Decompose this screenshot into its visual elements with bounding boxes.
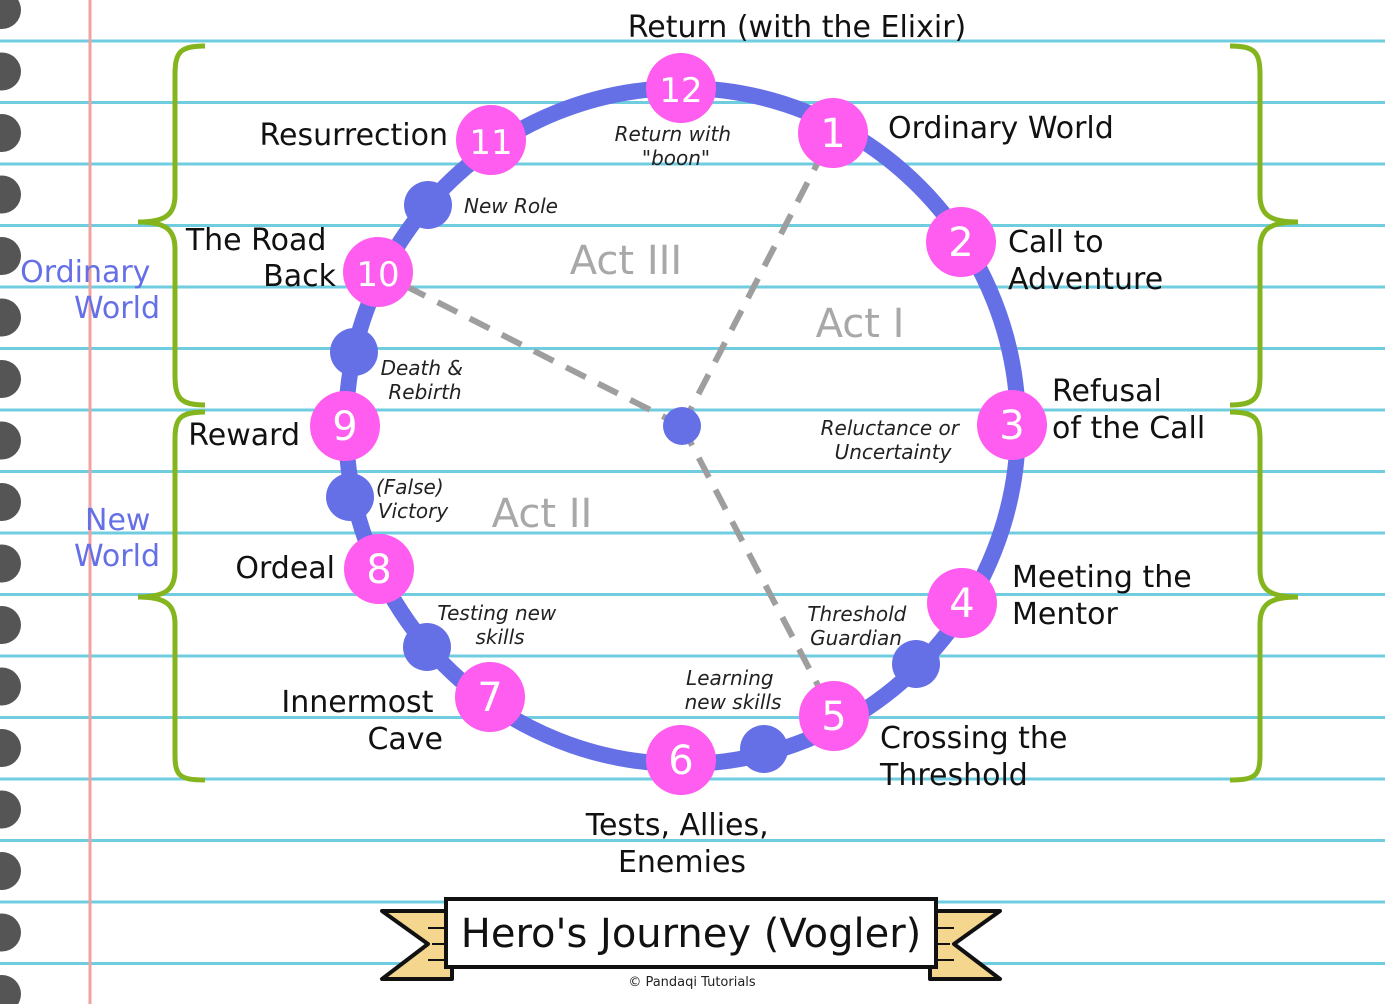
binder-hole (0, 175, 21, 214)
center-dot (663, 407, 701, 445)
right-bracket-top (1229, 43, 1299, 408)
stage-7: 7 (455, 662, 525, 732)
stage-marker (343, 237, 413, 307)
act-3-label: Act III (570, 238, 682, 284)
binder-hole (0, 298, 21, 337)
divider-act3-act1 (679, 131, 836, 428)
stage-label-reward: Reward (188, 418, 300, 453)
act-2-label: Act II (492, 491, 593, 537)
stage-label-meeting-the-mentor: Meeting the Mentor (1012, 560, 1201, 632)
stage-number: 11 (469, 123, 512, 163)
binder-hole (0, 421, 21, 460)
binder-hole (0, 237, 21, 275)
stage-label-tests-allies-enemies: Tests, Allies, Enemies (585, 808, 778, 880)
stage-label-resurrection: Resurrection (260, 118, 449, 153)
sublabel-death-rebirth: Death & Rebirth (381, 356, 470, 404)
title-box (444, 897, 938, 969)
binder-hole (0, 975, 21, 1004)
stage-number: 10 (356, 255, 399, 295)
act-1-label: Act I (816, 301, 905, 347)
left-bracket-bottom (137, 409, 206, 783)
stage-label-call-to-adventure: Call to Adventure (1008, 225, 1163, 297)
stage-3: 3 (977, 390, 1047, 460)
stage-label-ordinary-world: Ordinary World (888, 111, 1114, 146)
substage-dot-death-rebirth (330, 328, 378, 376)
stage-11: 11 (456, 105, 526, 175)
stage-marker (646, 725, 716, 795)
substage-dot-threshold-guardian (892, 640, 940, 688)
stage-label-innermost-cave: Innermost Cave (281, 685, 443, 757)
stage-8: 8 (344, 534, 414, 604)
substage-dot-false-victory (326, 473, 374, 521)
binder-hole (0, 852, 21, 890)
stage-12: 12 (646, 53, 716, 123)
divider-act1-act2 (679, 424, 837, 718)
divider-act2-act3 (376, 269, 684, 429)
stage-marker (798, 98, 868, 168)
stage-label-the-road-back: The Road Back (185, 223, 337, 294)
stage-marker (977, 390, 1047, 460)
stage-number: 3 (999, 403, 1024, 449)
binder-hole (0, 0, 21, 29)
binder-hole (0, 667, 21, 706)
stage-marker (927, 568, 997, 638)
side-label-ordinary-world: Ordinary World (20, 255, 160, 326)
binder-hole (0, 52, 21, 91)
stage-number: 8 (366, 547, 391, 593)
stage-10: 10 (343, 237, 413, 307)
stage-label-return-with-the-elixir: Return (with the Elixir) (628, 10, 967, 45)
title-banner: Hero's Journey (Vogler) © Pandaqi Tutori… (380, 897, 1002, 990)
stage-number: 6 (668, 738, 693, 784)
stage-6: 6 (646, 725, 716, 795)
binder-hole (0, 729, 21, 767)
binder-hole (0, 913, 21, 952)
sublabel-false-victory: (False) Victory (376, 475, 450, 523)
stage-5: 5 (799, 681, 869, 751)
stage-number: 12 (659, 71, 702, 111)
stage-marker (310, 391, 380, 461)
left-bracket-top (137, 43, 206, 408)
binder-hole (0, 360, 21, 398)
sublabel-testing-new-skills: Testing new skills (437, 601, 562, 649)
stage-marker (344, 534, 414, 604)
stage-number: 1 (820, 111, 845, 157)
binder-hole (0, 790, 21, 829)
binder-hole (0, 606, 21, 644)
stage-2: 2 (926, 207, 996, 277)
side-label-new-world: New World (74, 503, 160, 574)
binder-hole (0, 114, 21, 152)
stage-label-crossing-the-threshold: Crossing the Threshold (879, 721, 1077, 793)
stage-marker (926, 207, 996, 277)
stage-marker (646, 53, 716, 123)
binder-hole (0, 544, 21, 583)
stage-number: 9 (332, 404, 357, 450)
right-bracket-bottom (1229, 409, 1299, 783)
stage-label-refusal-of-the-call: Refusal of the Call (1052, 374, 1205, 446)
stage-number: 7 (477, 675, 502, 721)
stage-marker (455, 662, 525, 732)
sublabel-threshold-guardian: Threshold Guardian (807, 602, 912, 650)
stage-label-ordeal: Ordeal (235, 551, 335, 586)
binder-hole (0, 483, 21, 521)
stage-marker (799, 681, 869, 751)
binder-holes (0, 0, 21, 1004)
substage-dot-new-role (404, 181, 452, 229)
sublabel-learning-new-skills: Learning new skills (685, 666, 782, 714)
sublabel-new-role: New Role (464, 194, 558, 218)
stage-number: 2 (948, 220, 973, 266)
sublabel-return-with-boon: Return with "boon" (615, 122, 738, 170)
stage-marker (456, 105, 526, 175)
stage-number: 4 (949, 581, 974, 627)
stage-9: 9 (310, 391, 380, 461)
substage-dot-testing-skills (403, 623, 451, 671)
substage-dot-learning-skills (740, 725, 788, 773)
diagram-title: Hero's Journey (Vogler) (461, 911, 922, 957)
stage-number: 5 (821, 694, 846, 740)
stage-4: 4 (927, 568, 997, 638)
stage-1: 1 (798, 98, 868, 168)
credit-text: © Pandaqi Tutorials (628, 975, 756, 990)
sublabel-reluctance-uncertainty: Reluctance or Uncertainty (821, 416, 966, 464)
